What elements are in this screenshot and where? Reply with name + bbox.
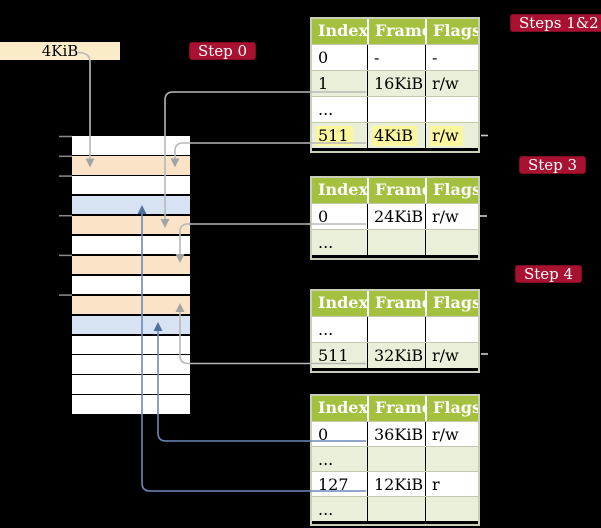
- cell-flags: r/w: [425, 71, 478, 96]
- page-table-level-2-header: IndexFrameFlags: [312, 178, 478, 203]
- step-0-label: Step 0: [189, 42, 257, 60]
- cell-index: 511: [312, 123, 367, 148]
- column-header-frame: Frame: [367, 19, 425, 44]
- memory-frame-10-free: [72, 335, 190, 355]
- column-header-flags: Flags: [425, 178, 478, 203]
- cell-flags: [425, 230, 478, 255]
- column-header-frame: Frame: [367, 396, 425, 421]
- cell-frame: 4KiB: [367, 123, 425, 148]
- row-tail-dashes: [480, 134, 488, 355]
- memory-frame-2-free: [72, 175, 190, 195]
- cell-index: ...: [318, 500, 334, 519]
- cell-flags: r: [425, 472, 478, 496]
- table-row-ellipsis: ...: [312, 446, 478, 471]
- cell-index: 511: [318, 346, 349, 365]
- cell-index: ...: [318, 100, 334, 119]
- cell-frame: 32KiB: [367, 343, 425, 368]
- memory-frame-7-free: [72, 275, 190, 295]
- cell-index: 0: [318, 48, 329, 67]
- cell-frame: 36KiB: [367, 422, 425, 446]
- cell-flags: r/w: [425, 343, 478, 368]
- cell-flags: r/w: [425, 204, 478, 229]
- cell-index: ...: [318, 320, 334, 339]
- table-row-511: 511 4KiB r/w: [312, 122, 478, 148]
- column-header-flags: Flags: [425, 291, 478, 316]
- memory-frame-8-page_table: [72, 295, 190, 315]
- memory-frame-1-page_table: [72, 155, 190, 175]
- memory-frame-12-free: [72, 375, 190, 394]
- cell-frame: [367, 497, 425, 521]
- cell-index: 0: [318, 207, 329, 226]
- cell-flags: [425, 317, 478, 342]
- column-header-frame: Frame: [367, 178, 425, 203]
- column-header-flags: Flags: [425, 19, 478, 44]
- highlighted-value: r/w: [430, 126, 463, 146]
- cell-frame: 16KiB: [367, 71, 425, 96]
- cell-frame: [367, 230, 425, 255]
- memory-frame-6-page_table: [72, 255, 190, 275]
- cell-index: 127: [318, 475, 349, 494]
- memory-frame-9-data: [72, 315, 190, 335]
- table-row-0: 0 --: [312, 44, 478, 70]
- table-row-ellipsis: ...: [312, 316, 478, 342]
- physical-memory-stack: [72, 136, 190, 414]
- table-row-ellipsis: ...: [312, 496, 478, 521]
- cell-frame: 24KiB: [367, 204, 425, 229]
- column-header-index: Index: [318, 398, 367, 417]
- table-row-ellipsis: ...: [312, 229, 478, 255]
- cell-flags: [425, 97, 478, 122]
- cell-flags: r/w: [425, 422, 478, 446]
- memory-frame-11-free: [72, 355, 190, 375]
- memory-frame-5-free: [72, 235, 190, 255]
- memory-frame-4-page_table: [72, 215, 190, 235]
- column-header-flags: Flags: [425, 396, 478, 421]
- cell-index: ...: [318, 450, 334, 469]
- cell-index: 0: [318, 425, 329, 444]
- address-ticks: [59, 135, 72, 296]
- cell-index: 1: [318, 74, 329, 93]
- memory-frame-13-free: [72, 395, 190, 414]
- page-table-level-2: IndexFrameFlags 0 24KiBr/w...: [310, 176, 480, 260]
- step-4-label: Step 4: [515, 265, 583, 283]
- cell-index: ...: [318, 233, 334, 252]
- cell-frame: [367, 317, 425, 342]
- highlighted-value: 4KiB: [372, 126, 418, 146]
- page-table-level-3-header: IndexFrameFlags: [312, 291, 478, 316]
- cell-frame: [367, 447, 425, 471]
- memory-frame-3-data: [72, 195, 190, 215]
- cell-flags: r/w: [425, 123, 478, 148]
- highlighted-value: 511: [316, 126, 353, 146]
- column-header-index: Index: [318, 21, 367, 40]
- page-table-level-1-header: IndexFrameFlags: [312, 19, 478, 44]
- cell-flags: [425, 497, 478, 521]
- column-header-frame: Frame: [367, 291, 425, 316]
- page-table-level-4-header: IndexFrameFlags: [312, 396, 478, 421]
- cell-flags: [425, 447, 478, 471]
- column-header-index: Index: [318, 180, 367, 199]
- memory-frame-0-free: [72, 136, 190, 155]
- column-header-index: Index: [318, 293, 367, 312]
- frame-size-box: 4KiB: [0, 42, 120, 60]
- cell-frame: [367, 97, 425, 122]
- step-3-label: Step 3: [519, 156, 587, 174]
- cell-frame: 12KiB: [367, 472, 425, 496]
- steps-1-2-label: Steps 1&2: [510, 14, 601, 32]
- cell-frame: -: [367, 45, 425, 70]
- table-row-ellipsis: ...: [312, 96, 478, 122]
- cell-flags: -: [425, 45, 478, 70]
